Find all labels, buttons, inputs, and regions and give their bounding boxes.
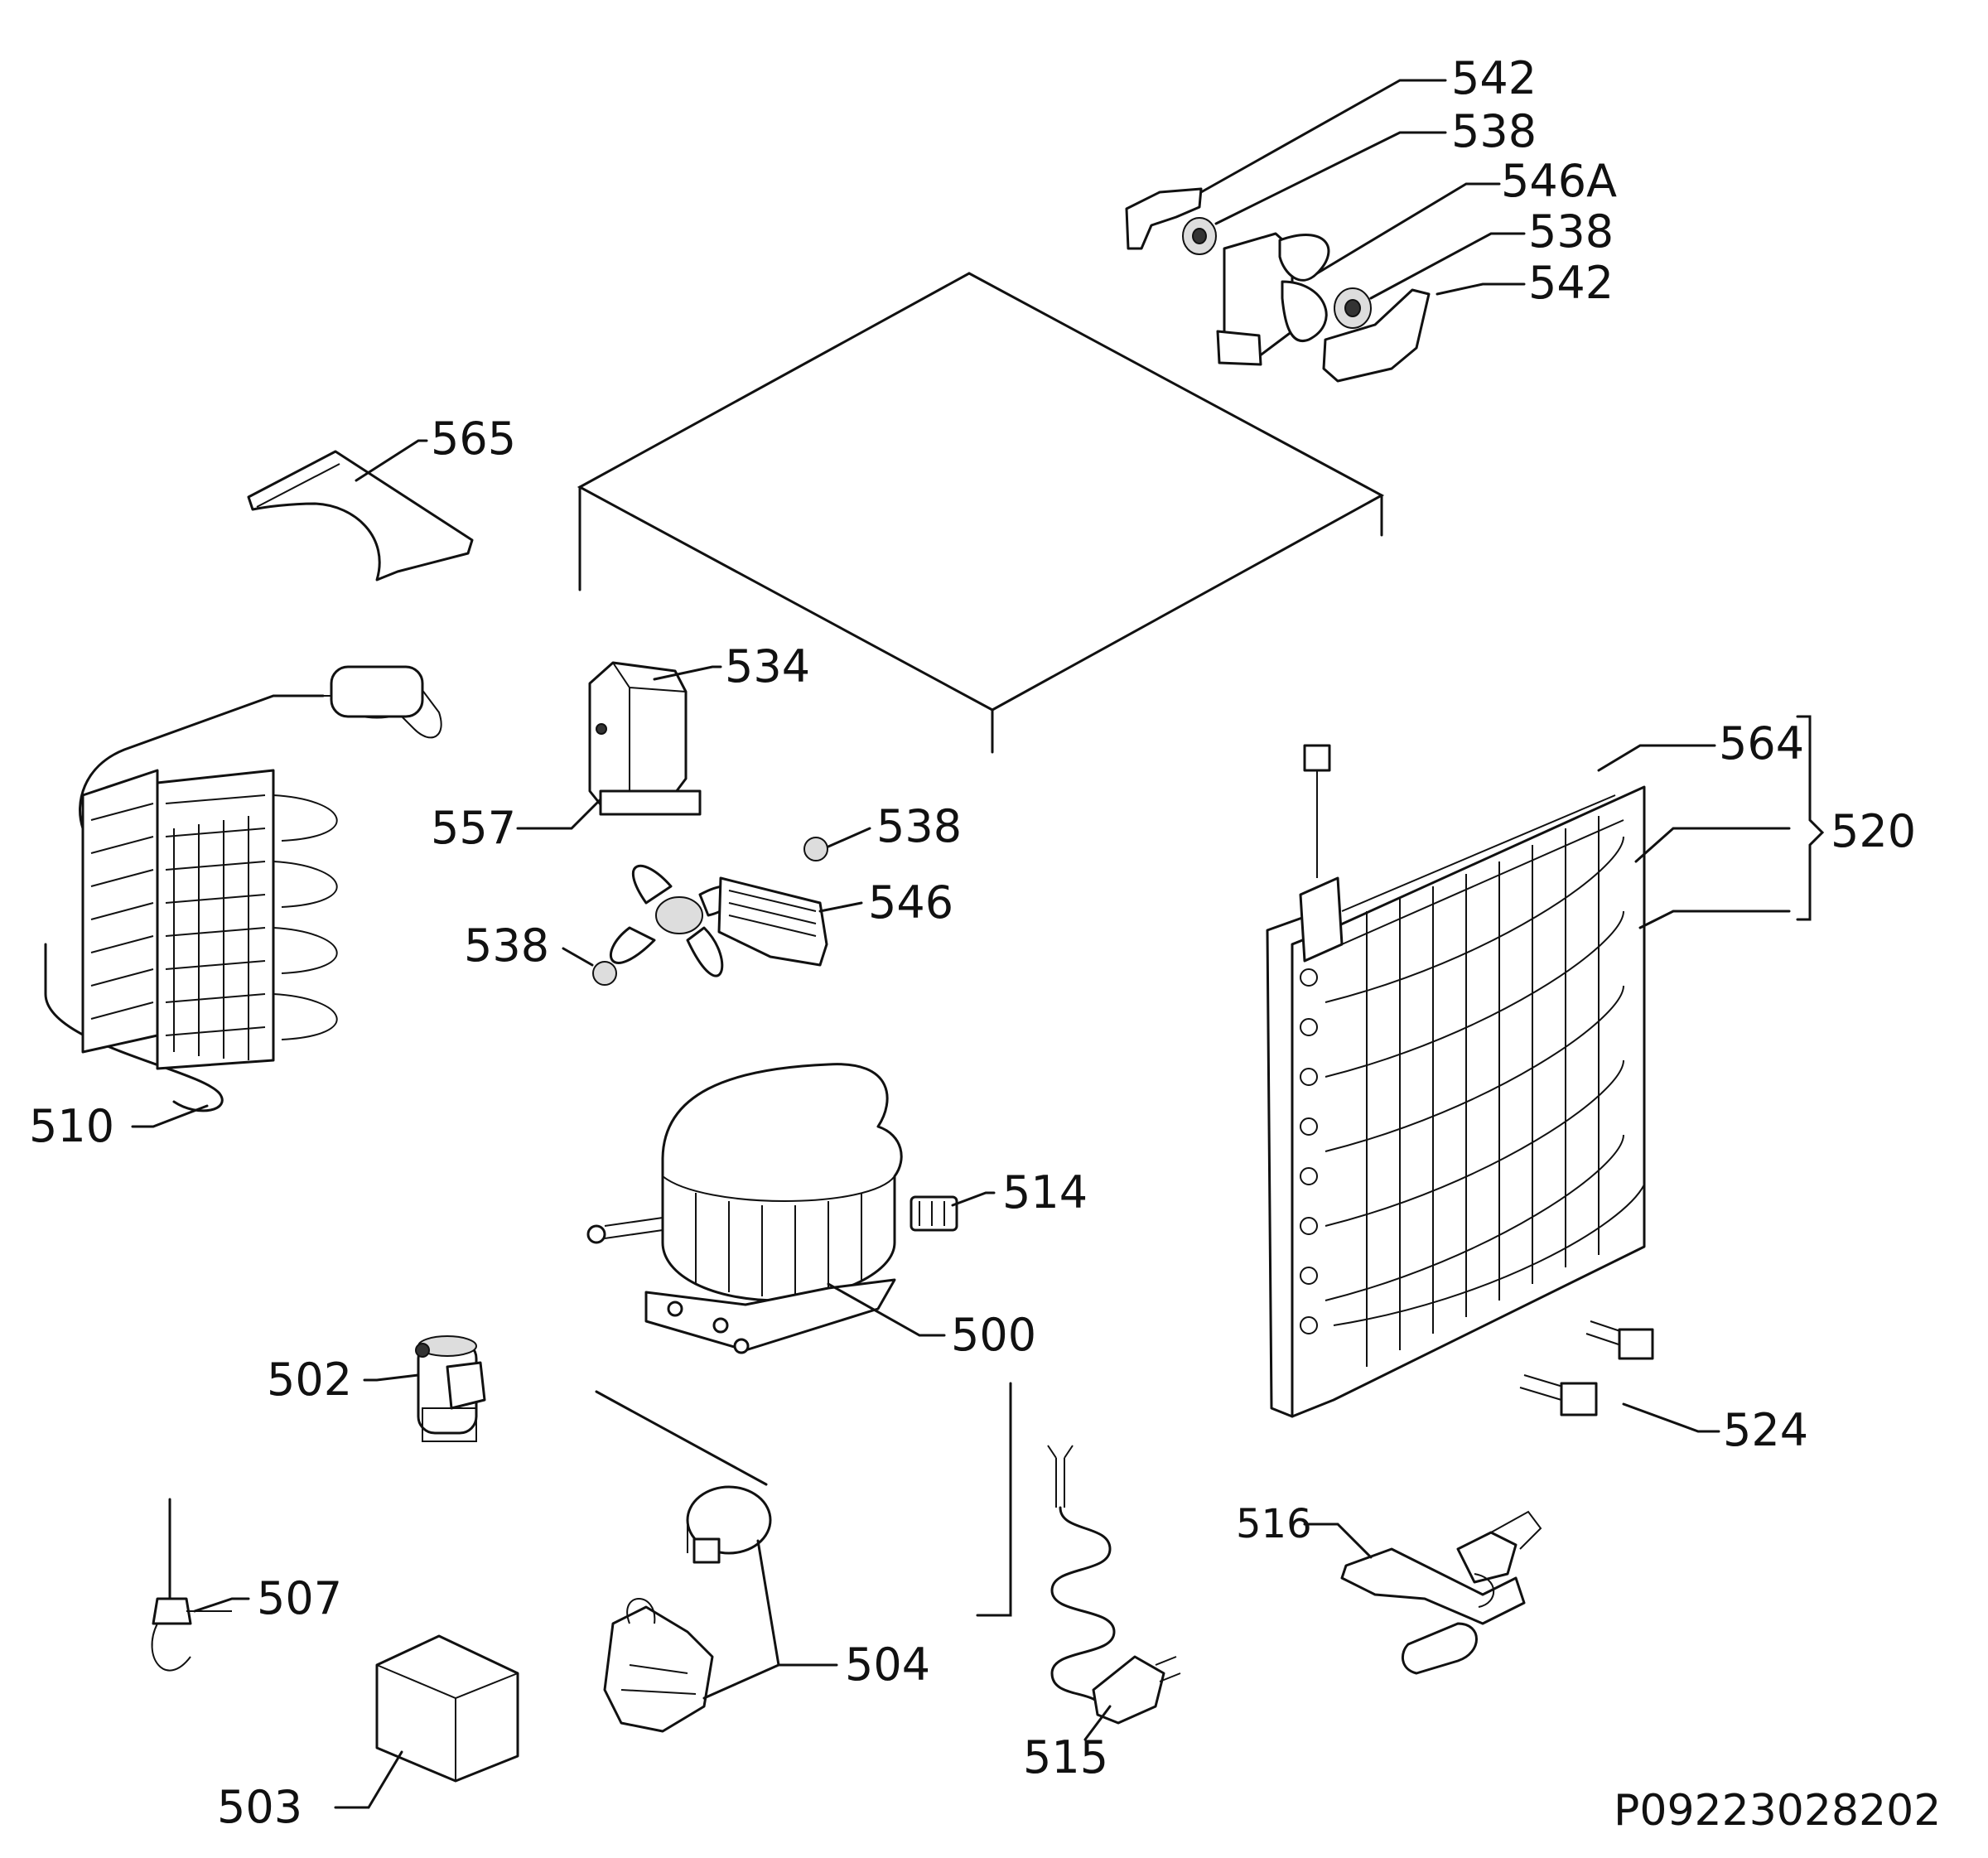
power-cord-515 bbox=[1047, 1445, 1181, 1725]
label-564: 564 bbox=[1719, 717, 1804, 770]
leader-546 bbox=[818, 901, 863, 913]
connectors-524 bbox=[1519, 1320, 1654, 1416]
label-538-second: 538 bbox=[1528, 205, 1614, 258]
fan-motor-546 bbox=[592, 837, 828, 986]
leader-557 bbox=[516, 798, 602, 830]
label-538-top: 538 bbox=[1451, 105, 1537, 157]
evaporator-520 bbox=[1266, 744, 1646, 1418]
label-503: 503 bbox=[217, 1781, 302, 1833]
leader-504 bbox=[702, 1539, 838, 1700]
part-502 bbox=[415, 1335, 486, 1442]
label-534: 534 bbox=[725, 640, 810, 693]
upper-fan-motor-assembly bbox=[1125, 187, 1431, 383]
leader-500 bbox=[827, 1282, 946, 1337]
bracket-520 bbox=[1796, 715, 1825, 921]
label-546A: 546A bbox=[1501, 155, 1617, 207]
leader-524 bbox=[1622, 1402, 1720, 1433]
leader-516 bbox=[1303, 1523, 1373, 1559]
leader-538-left bbox=[562, 947, 594, 967]
leader-lines-top bbox=[1199, 79, 1526, 300]
label-515: 515 bbox=[1023, 1731, 1108, 1783]
cabinet-outline bbox=[577, 272, 1385, 754]
leader-lines-evaporator bbox=[1597, 715, 1825, 929]
relay-cover-534 bbox=[588, 661, 702, 816]
label-542-second: 542 bbox=[1528, 257, 1614, 309]
label-500: 500 bbox=[951, 1309, 1036, 1361]
leader-565 bbox=[355, 439, 428, 482]
label-546: 546 bbox=[868, 876, 953, 929]
bracket-516 bbox=[1340, 1510, 1542, 1675]
label-514: 514 bbox=[1002, 1166, 1088, 1219]
label-502: 502 bbox=[267, 1354, 352, 1406]
label-565: 565 bbox=[431, 413, 516, 465]
label-516: 516 bbox=[1236, 1501, 1312, 1547]
base-edge-left bbox=[595, 1390, 768, 1486]
leader-510 bbox=[131, 1104, 209, 1128]
leader-507 bbox=[193, 1597, 250, 1613]
base-edge-right bbox=[976, 1382, 1012, 1617]
label-520: 520 bbox=[1831, 805, 1916, 857]
leader-538-right bbox=[827, 827, 871, 848]
label-542-top: 542 bbox=[1451, 52, 1537, 104]
label-538-left: 538 bbox=[464, 919, 549, 972]
label-524: 524 bbox=[1723, 1404, 1808, 1456]
label-504: 504 bbox=[845, 1638, 930, 1691]
reference-code: P09223028202 bbox=[1614, 1786, 1941, 1836]
label-507: 507 bbox=[257, 1572, 342, 1624]
condenser-510 bbox=[44, 665, 442, 1112]
leader-514 bbox=[951, 1191, 996, 1207]
protector-504 bbox=[603, 1485, 772, 1733]
leader-503 bbox=[334, 1750, 403, 1809]
label-538-right: 538 bbox=[876, 800, 962, 852]
label-510: 510 bbox=[29, 1100, 114, 1152]
cover-box-503 bbox=[375, 1634, 519, 1783]
compressor-500 bbox=[586, 1063, 958, 1354]
probe-507 bbox=[151, 1498, 232, 1672]
leader-515 bbox=[1083, 1705, 1112, 1741]
label-557: 557 bbox=[431, 802, 516, 854]
leader-502 bbox=[363, 1373, 420, 1382]
cover-plate-565 bbox=[247, 450, 474, 582]
leader-534 bbox=[653, 665, 722, 681]
